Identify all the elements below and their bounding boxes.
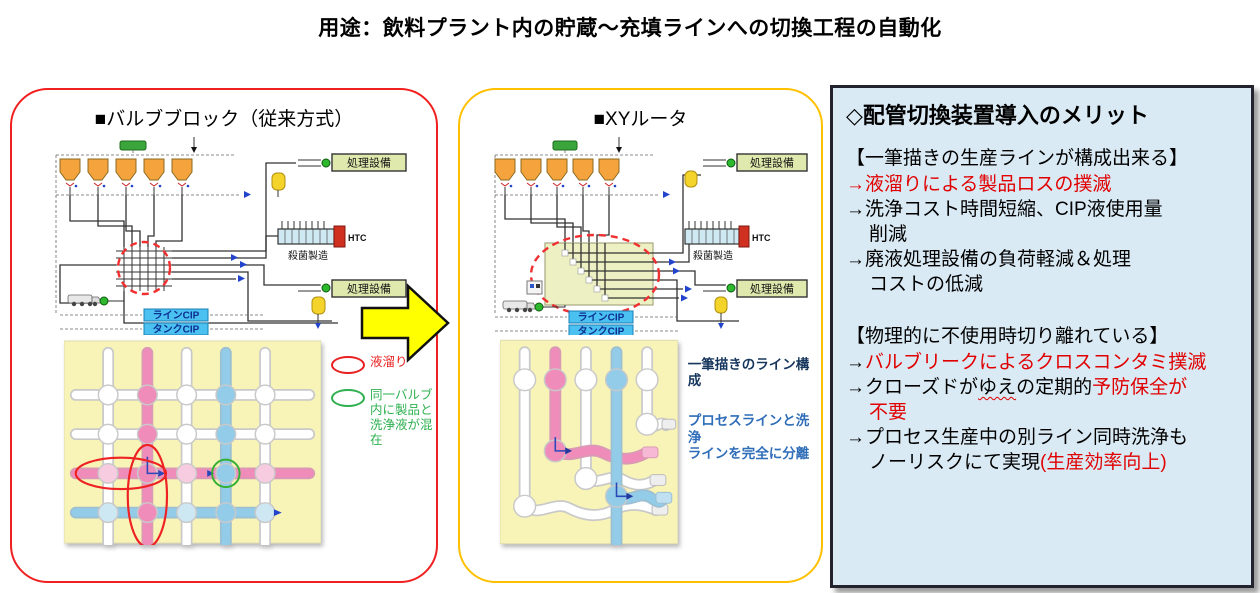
tanker-truck-icon: [67, 294, 102, 307]
transition-arrow: [360, 282, 452, 369]
label-process-equipment-1: 処理設備: [750, 156, 794, 170]
annotation-text: 一筆描きのライン構成: [687, 357, 810, 389]
merit-item: →プロセス生産中の別ライン同時洗浄も ノーリスクにて実現(生産効率向上): [846, 425, 1238, 475]
xy-router-annotations: 一筆描きのライン構成 プロセスラインと洗浄 ラインを完全に分離: [688, 339, 821, 545]
merit-text-segment: 予防保全が 不要: [869, 376, 1188, 423]
annotation-text: 液溜り: [370, 355, 408, 369]
merit-text-segment: の定期的: [1016, 376, 1093, 398]
xy-router-piping-diagram: ラインCIP タンクCIP 処理設備 HTC 殺菌製造 処理設備: [494, 137, 808, 336]
label-process-equipment-2: 処理設備: [750, 282, 794, 296]
label-tank-cip: タンクCIP: [153, 324, 200, 336]
label-line-cip: ラインCIP: [577, 312, 624, 324]
merit-item: →洗浄コスト時間短縮、CIP液使用量 削減: [846, 197, 1238, 247]
xy-router-title: ■XYルータ: [593, 109, 688, 130]
valve-block-piping-diagram: ラインCIP タンクCIP 処理設備 HTC 殺菌製造 処理設備: [55, 137, 407, 336]
merit-text-segment: バルブリークによるクロスコンタミ撲滅: [865, 351, 1207, 373]
annotation-separated-lines: プロセスラインと洗浄 ラインを完全に分離: [688, 413, 821, 462]
merit-section-heading: 【物理的に不使用時切り離れている】: [846, 326, 1169, 348]
annotation-text: プロセスラインと洗浄 ラインを完全に分離: [687, 413, 810, 461]
valve-block-grid-diagram: [64, 340, 321, 545]
merits-title: ◇配管切換装置導入のメリット: [846, 103, 1149, 128]
merit-item: →液溜りによる製品ロスの撲滅: [846, 172, 1238, 197]
annotation-mixed-valve: 同一バルブ内に製品と洗浄液が混在: [331, 388, 436, 448]
label-process-equipment-2: 処理設備: [347, 282, 391, 296]
label-sterilizer: 殺菌製造: [693, 249, 733, 262]
merit-text-segment: →プロセス生産中の別ライン同時洗浄も ノーリスクにて実現: [846, 426, 1189, 473]
label-line-cip: ラインCIP: [153, 310, 200, 322]
valve-block-title: ■バルブブロック（従来方式）: [94, 109, 354, 130]
label-htc: HTC: [348, 233, 367, 243]
merit-item: →バルブリークによるクロスコンタミ撲滅: [846, 350, 1238, 375]
merit-sections: 【一筆描きの生産ラインが構成出来る】 →液溜りによる製品ロスの撲滅 →洗浄コスト時間…: [846, 146, 1238, 475]
label-sterilizer: 殺菌製造: [288, 249, 328, 262]
page-title: 用途：飲料プラント内の貯蔵～充填ラインへの切換工程の自動化: [318, 17, 942, 40]
merit-text-segment: →クローズドが: [846, 376, 979, 398]
red-ellipse-icon: [331, 356, 365, 374]
annotation-liquid-pooling: 液溜り: [331, 355, 436, 374]
label-process-equipment-1: 処理設備: [347, 156, 391, 170]
merit-text-segment: →: [846, 351, 865, 373]
merit-section-heading: 【一筆描きの生産ラインが構成出来る】: [846, 148, 1189, 169]
label-htc: HTC: [752, 233, 771, 243]
merit-text-segment: →液溜りによる製品ロスの撲滅: [846, 173, 1112, 195]
xy-router-grid-diagram: [500, 339, 678, 545]
merit-text-segment: →洗浄コスト時間短縮、CIP液使用量 削減: [846, 198, 1163, 245]
green-ellipse-icon: [331, 389, 365, 407]
annotation-text: 同一バルブ内に製品と洗浄液が混在: [370, 388, 433, 447]
tanker-truck-icon: [502, 300, 536, 313]
panel-merits: ◇配管切換装置導入のメリット 【一筆描きの生産ラインが構成出来る】 →液溜りによる…: [830, 85, 1254, 588]
merit-item: →廃液処理設備の負荷軽減＆処理 コストの低減: [846, 247, 1238, 297]
merit-text-segment: →廃液処理設備の負荷軽減＆処理 コストの低減: [846, 248, 1132, 295]
merit-text-segment: (生産効率向上): [1040, 451, 1167, 473]
label-tank-cip: タンクCIP: [577, 326, 624, 336]
panel-xy-router: ■XYルータ: [458, 88, 823, 583]
valve-block-annotations: 液溜り 同一バルブ内に製品と洗浄液が混在: [331, 339, 436, 545]
merit-item: →クローズドがゆえの定期的予防保全が 不要: [846, 375, 1238, 425]
annotation-one-stroke-line: 一筆描きのライン構成: [688, 357, 821, 389]
merit-text-segment: ゆえ: [978, 376, 1017, 398]
